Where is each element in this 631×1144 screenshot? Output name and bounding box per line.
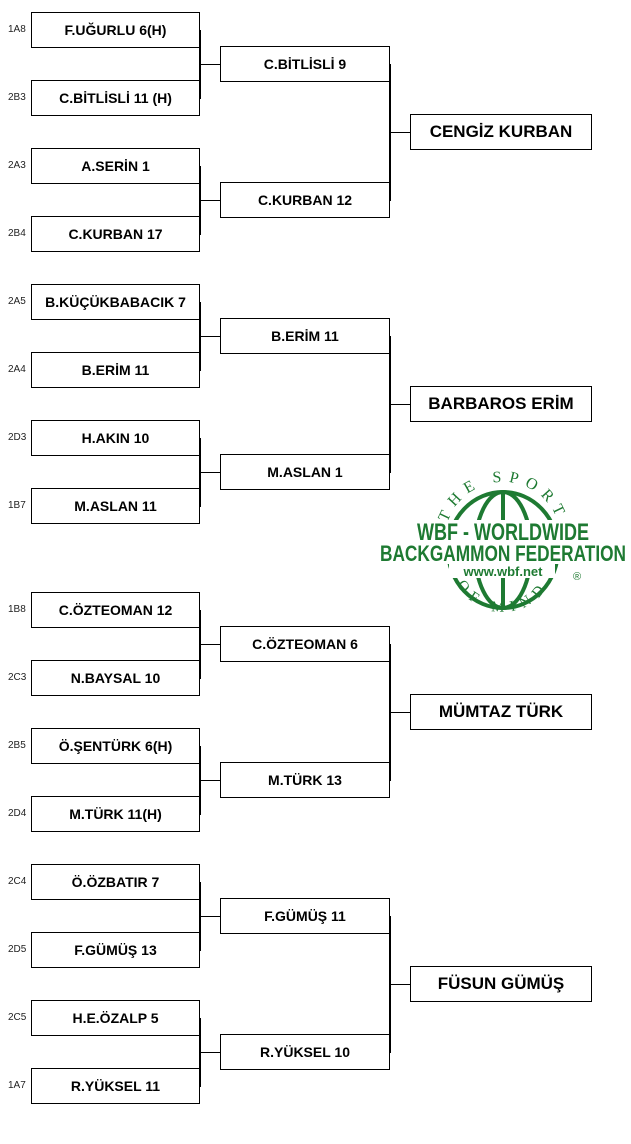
seed-label: 2A5 xyxy=(8,296,26,307)
bracket-connector-line xyxy=(200,472,221,473)
bracket-connector-line xyxy=(390,712,411,713)
round1-player-box: R.YÜKSEL 11 xyxy=(31,1068,200,1104)
round1-player-box: B.ERİM 11 xyxy=(31,352,200,388)
seed-label: 2A3 xyxy=(8,160,26,171)
round1-player-box: C.ÖZTEOMAN 12 xyxy=(31,592,200,628)
seed-label: 2B4 xyxy=(8,228,26,239)
group-winner-box: FÜSUN GÜMÜŞ xyxy=(410,966,592,1002)
bracket-connector-line xyxy=(200,200,221,201)
bracket-connector-line xyxy=(200,644,221,645)
logo-line2: BACKGAMMON FEDERATION xyxy=(380,541,626,566)
round1-player-box: F.GÜMÜŞ 13 xyxy=(31,932,200,968)
round1-player-box: Ö.ÖZBATIR 7 xyxy=(31,864,200,900)
round1-player-box: M.TÜRK 11(H) xyxy=(31,796,200,832)
round2-player-box: C.ÖZTEOMAN 6 xyxy=(220,626,390,662)
round2-player-box: F.GÜMÜŞ 11 xyxy=(220,898,390,934)
round1-player-box: H.E.ÖZALP 5 xyxy=(31,1000,200,1036)
logo-registered-mark: ® xyxy=(573,571,581,583)
group-winner-box: MÜMTAZ TÜRK xyxy=(410,694,592,730)
seed-label: 2D5 xyxy=(8,944,27,955)
round1-player-box: C.BİTLİSLİ 11 (H) xyxy=(31,80,200,116)
seed-label: 1A7 xyxy=(8,1080,26,1091)
seed-label: 2D4 xyxy=(8,808,27,819)
round2-player-box: C.KURBAN 12 xyxy=(220,182,390,218)
seed-label: 2D3 xyxy=(8,432,27,443)
round1-player-box: H.AKIN 10 xyxy=(31,420,200,456)
group-winner-box: CENGİZ KURBAN xyxy=(410,114,592,150)
seed-label: 2B3 xyxy=(8,92,26,103)
round1-player-box: F.UĞURLU 6(H) xyxy=(31,12,200,48)
round2-player-box: M.ASLAN 1 xyxy=(220,454,390,490)
bracket-connector-line xyxy=(390,404,411,405)
bracket-connector-line xyxy=(200,1052,221,1053)
bracket-connector-line xyxy=(390,132,411,133)
bracket-connector-line xyxy=(200,916,221,917)
round1-player-box: B.KÜÇÜKBABACIK 7 xyxy=(31,284,200,320)
group-winner-box: BARBAROS ERİM xyxy=(410,386,592,422)
round1-player-box: M.ASLAN 11 xyxy=(31,488,200,524)
round1-player-box: C.KURBAN 17 xyxy=(31,216,200,252)
seed-label: 2C4 xyxy=(8,876,27,887)
logo-line1: WBF - WORLDWIDE xyxy=(417,519,589,546)
bracket-connector-line xyxy=(200,780,221,781)
seed-label: 2C3 xyxy=(8,672,27,683)
seed-label: 1A8 xyxy=(8,24,26,35)
seed-label: 2C5 xyxy=(8,1012,27,1023)
round2-player-box: M.TÜRK 13 xyxy=(220,762,390,798)
bracket-connector-line xyxy=(200,336,221,337)
seed-label: 2A4 xyxy=(8,364,26,375)
wbf-logo: THE SPORT WBF - WORLDWIDE BACKGAMMON FED… xyxy=(379,469,627,616)
logo-url: www.wbf.net xyxy=(463,564,544,579)
round2-player-box: B.ERİM 11 xyxy=(220,318,390,354)
round1-player-box: Ö.ŞENTÜRK 6(H) xyxy=(31,728,200,764)
round2-player-box: C.BİTLİSLİ 9 xyxy=(220,46,390,82)
round1-player-box: N.BAYSAL 10 xyxy=(31,660,200,696)
bracket-connector-line xyxy=(200,64,221,65)
bracket-connector-line xyxy=(390,984,411,985)
seed-label: 1B8 xyxy=(8,604,26,615)
round2-player-box: R.YÜKSEL 10 xyxy=(220,1034,390,1070)
seed-label: 1B7 xyxy=(8,500,26,511)
seed-label: 2B5 xyxy=(8,740,26,751)
round1-player-box: A.SERİN 1 xyxy=(31,148,200,184)
